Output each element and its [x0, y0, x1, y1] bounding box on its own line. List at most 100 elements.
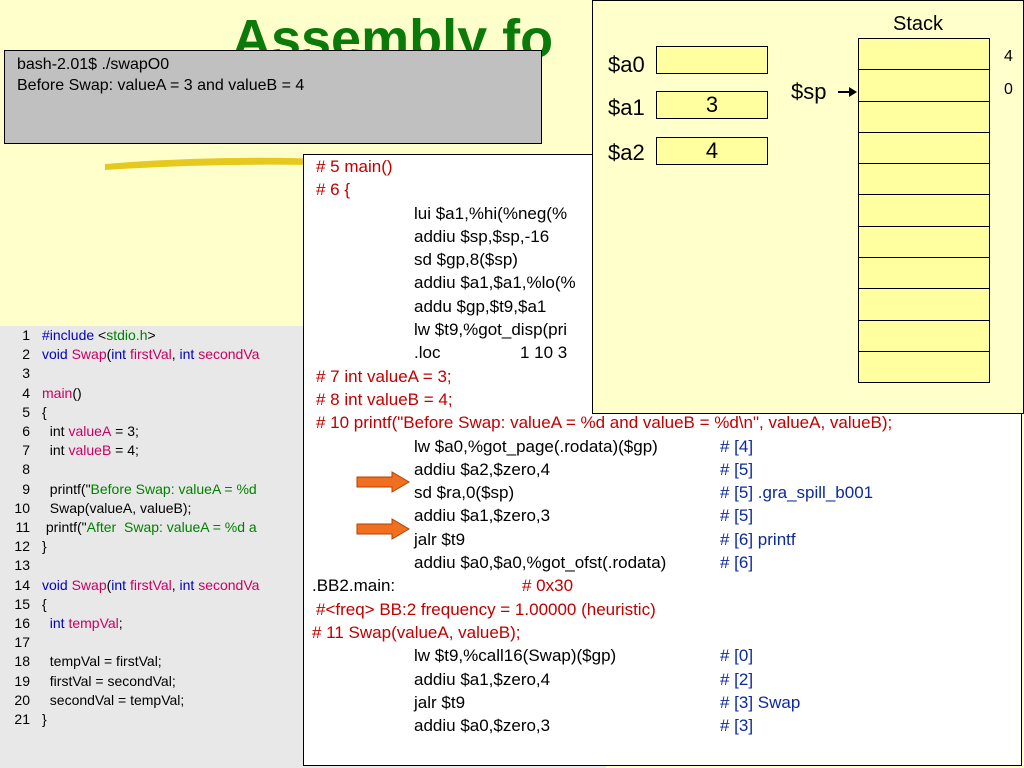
code-token: ;	[118, 615, 123, 632]
stack-title: Stack	[893, 13, 944, 35]
code-token: int	[49, 615, 69, 632]
code-token: ,	[171, 346, 180, 363]
assembly-line: lui $a1,%hi(%neg(%	[304, 202, 1021, 225]
line-number: 16	[14, 615, 30, 632]
assembly-instruction: 1 10 3	[520, 343, 568, 363]
assembly-line: addiu $a1,$zero,3# [5]	[304, 504, 1021, 527]
assembly-line: lw $t9,%got_disp(pri	[304, 318, 1021, 341]
line-number: 7	[22, 442, 30, 459]
code-token: secondVa	[198, 576, 260, 593]
source-line: 20 secondVal = tempVal;	[0, 691, 606, 710]
line-number: 15	[14, 595, 30, 612]
assembly-line: lw $t9,%call16(Swap)($gp) # [0]	[304, 644, 1021, 667]
assembly-comment: # [2]	[720, 669, 754, 689]
arrow-right-icon	[356, 471, 410, 493]
source-line: 9 printf("Before Swap: valueA = %d	[0, 480, 606, 499]
code-token: void	[42, 576, 72, 593]
arrow-right-icon	[356, 518, 410, 540]
code-token: }	[42, 711, 47, 728]
code-token: {	[42, 403, 47, 420]
register-box-a1: 3	[656, 91, 768, 119]
line-number: 13	[14, 557, 30, 574]
assembly-comment: # [6]	[720, 553, 754, 573]
source-line: 6 int valueA = 3;	[0, 422, 606, 441]
code-token	[42, 614, 50, 633]
assembly-instruction: addiu $a0,$zero,3	[414, 716, 551, 736]
stack-cell	[858, 38, 990, 71]
terminal-line: bash-2.01$ ./swapO0	[17, 56, 170, 73]
assembly-comment: # [3]	[720, 716, 754, 736]
code-token: }	[42, 538, 47, 555]
source-line: 8	[0, 460, 606, 479]
line-number: 19	[14, 672, 30, 689]
stack-address-label: 0	[1004, 81, 1013, 98]
stack-cell	[858, 257, 990, 290]
source-line: 12}	[0, 537, 606, 556]
stack-pointer-label: $sp	[791, 79, 827, 104]
code-token: firstVal	[129, 346, 172, 363]
assembly-line: addiu $a2,$zero,4# [5]	[304, 458, 1021, 481]
assembly-instruction: addiu $a1,$zero,3	[414, 506, 551, 526]
line-number: 1	[22, 327, 30, 343]
source-line: 1#include <stdio.h>	[0, 326, 606, 345]
line-number: 6	[22, 423, 30, 440]
register-stack-panel: $a0 $a1 3 $a2 4 $sp Stack 4 0	[592, 0, 1024, 414]
assembly-source-comment: # 10 printf("Before Swap: valueA = %d an…	[316, 413, 893, 433]
assembly-instruction: addiu $a1,$a1,%lo(%	[414, 273, 576, 293]
assembly-line: # 6 {	[304, 178, 1021, 201]
source-line: 15{	[0, 595, 606, 614]
code-token: Before Swap: valueA = %d	[90, 480, 257, 497]
source-line: 3	[0, 364, 606, 383]
source-line: 11 printf("After Swap: valueA = %d a	[0, 518, 606, 537]
code-token: (	[106, 346, 112, 363]
code-token: Swap	[71, 576, 107, 593]
code-token: Swap(valueA, valueB);	[42, 499, 192, 516]
assembly-line: # 8 int valueB = 4;	[304, 388, 1021, 411]
assembly-line: sd $ra,0($sp)# [5] .gra_spill_b001	[304, 481, 1021, 504]
code-token: int	[179, 346, 199, 363]
assembly-source-comment: # 6 {	[316, 180, 351, 200]
assembly-line: # 11 Swap(valueA, valueB);	[304, 621, 1021, 644]
assembly-line: addiu $a1,$zero,4# [2]	[304, 668, 1021, 691]
assembly-instruction: addu $gp,$t9,$a1	[414, 296, 547, 316]
code-token: valueA	[68, 423, 112, 440]
assembly-line: # 5 main()	[304, 155, 1021, 178]
code-token: >	[147, 327, 156, 343]
line-number: 4	[22, 384, 30, 401]
assembly-line: addiu $a1,$a1,%lo(%	[304, 271, 1021, 294]
assembly-comment: # [5]	[720, 459, 754, 479]
stack-cell	[858, 163, 990, 196]
assembly-line: sd $gp,8($sp)	[304, 248, 1021, 271]
assembly-line: addu $gp,$t9,$a1	[304, 295, 1021, 318]
stack-cell	[858, 225, 990, 259]
code-token: valueB	[68, 442, 112, 459]
line-number: 12	[14, 538, 30, 555]
code-token: int	[42, 442, 69, 459]
terminal-output: bash-2.01$ ./swapO0 Before Swap: valueA …	[4, 50, 542, 144]
code-token: firstVal	[129, 576, 172, 593]
assembly-instruction: lw $t9,%call16(Swap)($gp)	[414, 646, 617, 666]
register-label-a0: $a0	[608, 52, 645, 77]
assembly-comment: # [6] printf	[720, 529, 796, 549]
source-line: 21}	[0, 710, 606, 729]
assembly-line: # 10 printf("Before Swap: valueA = %d an…	[304, 411, 1021, 434]
assembly-line: lw $a0,%got_page(.rodata)($gp)# [4]	[304, 435, 1021, 458]
line-number: 18	[14, 653, 30, 670]
line-number: 21	[14, 711, 30, 728]
assembly-instruction: jalr $t9	[414, 529, 466, 549]
code-token: tempVal	[68, 615, 119, 632]
code-token: printf("	[42, 480, 91, 497]
assembly-comment: # [0]	[720, 646, 754, 666]
assembly-line: .BB2.main:# 0x30	[304, 574, 1021, 597]
assembly-instruction: addiu $sp,$sp,-16	[414, 226, 550, 246]
code-token: = 4;	[111, 442, 139, 459]
assembly-line: jalr $t9# [3] Swap	[304, 691, 1021, 714]
assembly-instruction: sd $ra,0($sp)	[414, 483, 515, 503]
register-label-a2: $a2	[608, 140, 645, 165]
assembly-comment: # [4]	[720, 436, 754, 456]
assembly-instruction: lui $a1,%hi(%neg(%	[414, 203, 568, 223]
line-number: 3	[22, 365, 30, 382]
line-number: 10	[14, 499, 30, 516]
stack-cell	[858, 194, 990, 227]
